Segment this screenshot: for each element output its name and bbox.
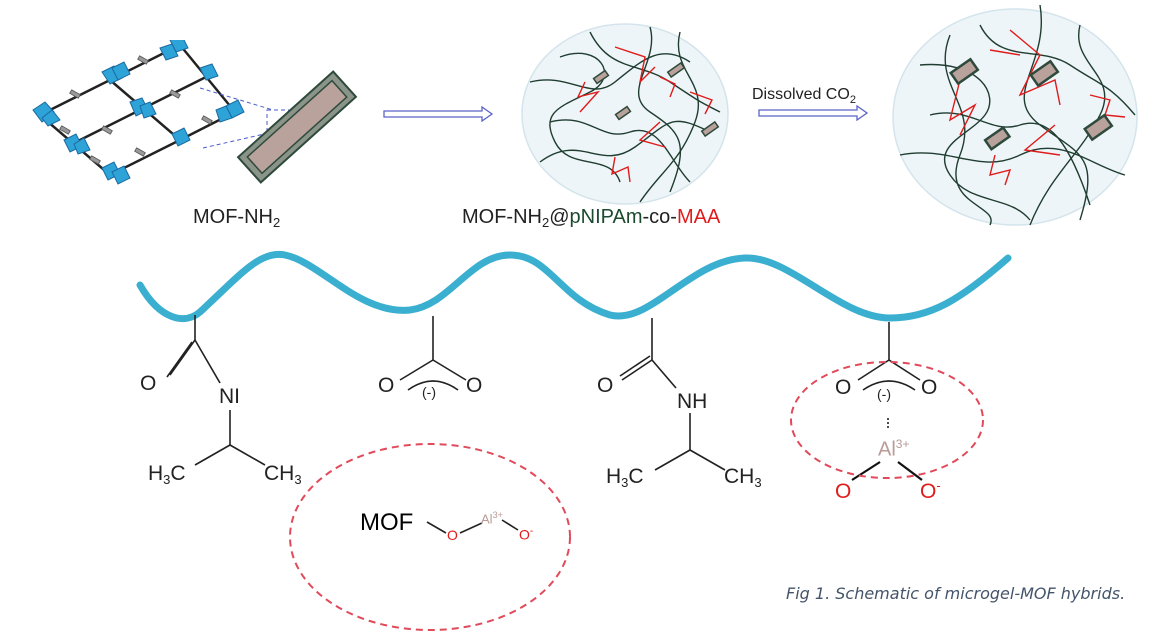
carboxylate-unit-2	[399, 316, 467, 391]
nipam-unit-3	[619, 318, 726, 471]
mof-particles	[948, 57, 1114, 151]
aluminum-ion: Al3+	[878, 437, 910, 461]
nipam1-right-methyl: CH3	[264, 462, 302, 487]
aluminum-oxygen-left: O	[835, 480, 852, 503]
nipam-unit-1	[166, 315, 266, 466]
nipam1-nitrogen: NI	[219, 385, 240, 408]
nipam3-right-methyl: CH3	[724, 465, 762, 490]
carboxylate4-oxygen-right: O	[921, 376, 938, 399]
nipam3-left-methyl: H3C	[606, 465, 644, 490]
hybrid-label: MOF-NH2@pNIPAm-co-MAA	[462, 206, 721, 230]
maa-chains	[948, 29, 1126, 186]
mof-site-aluminum: Al3+	[481, 510, 503, 527]
carboxylate2-charge: (-)	[422, 384, 436, 400]
carboxylate4-oxygen-left: O	[835, 376, 852, 399]
mof-site-oxygen-2: O-	[519, 526, 534, 543]
mof-crystal-illustration	[236, 70, 358, 184]
microgel-hybrid-illustration	[521, 23, 729, 205]
nipam1-oxygen: O	[140, 372, 157, 395]
carboxylate2-oxygen-left: O	[378, 374, 395, 397]
swollen-microgel-sphere	[892, 8, 1138, 226]
maa-chains	[576, 46, 713, 183]
dissolved-co2-label: Dissolved CO2	[752, 86, 856, 106]
framework-ligands	[59, 55, 213, 165]
nipam3-nitrogen: NH	[677, 390, 708, 413]
carboxylate2-oxygen-right: O	[466, 374, 483, 397]
mof-nh2-label: MOF-NH2	[193, 206, 281, 230]
backbone-wave	[136, 250, 1012, 323]
nipam1-left-methyl: H3C	[148, 462, 186, 487]
swollen-microgel-illustration	[892, 5, 1138, 226]
mof-framework-illustration	[32, 40, 245, 185]
framework-nodes	[32, 40, 245, 185]
aluminum-oxygen-right: O-	[920, 478, 941, 503]
carboxylate-al-unit-4	[857, 322, 921, 430]
carboxylate4-charge: (-)	[877, 386, 891, 402]
nipam3-oxygen: O	[597, 374, 614, 397]
mof-particles	[592, 61, 720, 138]
mof-site-bonds	[426, 519, 519, 534]
mof-site-mof-label: MOF	[360, 509, 414, 536]
mof-site-highlight	[289, 443, 571, 631]
process-arrow-2	[758, 105, 869, 121]
figure-caption: Fig 1. Schematic of microgel-MOF hybrids…	[786, 584, 1126, 603]
al-oxygen-bonds	[851, 461, 923, 481]
mof-site-oxygen-1: O	[447, 527, 458, 543]
process-arrow-1	[383, 106, 494, 122]
pnipam-chains	[899, 5, 1136, 226]
al-coordination-highlight	[790, 361, 984, 479]
